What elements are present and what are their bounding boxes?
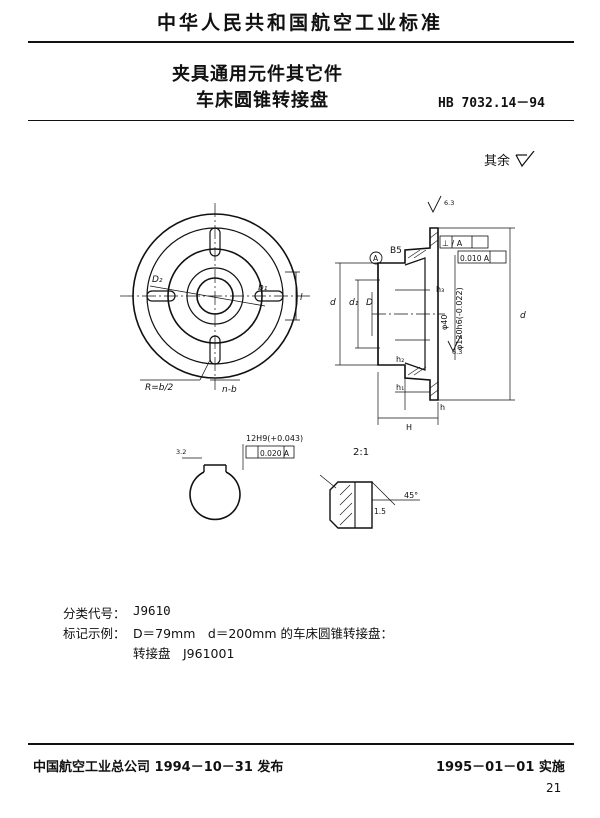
label-datum-a: A [373,254,379,263]
marking-example-label: 标记示例： [63,626,126,641]
effective-date: 1995－01－01 实施 [436,760,565,775]
label-D: D [366,298,373,308]
label-h: h [440,403,445,412]
label-b1: b₁ [258,283,268,293]
section-view [335,195,515,425]
standard-org-header: 中华人民共和国航空工业标准 [156,12,443,34]
label-h1: h₁ [396,383,404,392]
label-b5: B5 [390,246,402,256]
front-view [120,203,310,390]
roughness-label-3: 3.2 [176,448,186,456]
title-line-2: 车床圆锥转接盘 [196,90,329,111]
tolerance-perpendicularity: ⊥ / A [442,239,463,248]
footer-rule [28,743,574,745]
label-d2: D₂ [152,275,163,285]
label-radius: R=b/2 [145,383,174,393]
roughness-label-1: 6.3 [444,199,454,207]
label-d-left: d [330,298,336,308]
marking-example-value-2: 转接盘 J961001 [133,646,235,661]
technical-drawing: D₂ b₁ l R=b/2 n-b d d₁ D B5 A φ40 φ120h6… [120,195,526,529]
chamfer-label: 1.5 [374,507,386,516]
keyway-detail-view [182,444,295,521]
roughness-label-2: 6.3 [452,348,462,356]
label-phi120: φ120h6(-0.022) [455,287,464,350]
label-nb: n-b [222,385,237,395]
label-H: H [406,423,412,432]
tolerance-flatness: 0.010 A [460,254,490,263]
label-d-right: d [520,311,526,321]
chamfer-detail-view [319,474,420,529]
standard-code: HB 7032.14－94 [438,96,545,111]
slot-position-tolerance: 0.020 A [260,449,290,458]
label-phi40: φ40 [440,315,449,330]
publish-info: 中国航空工业总公司 1994－10－31 发布 [33,760,284,775]
marking-example-value: D＝79mm d＝200mm 的车床圆锥转接盘： [133,626,394,641]
angle-label: 45° [404,491,418,500]
title-line-1: 夹具通用元件其它件 [172,64,343,85]
slot-fit-label: 12H9(+0.043) [246,434,303,443]
label-d1: d₁ [349,298,359,308]
title-rule [28,120,574,121]
general-roughness-note: 其余 [484,150,536,169]
header-rule [28,41,574,43]
label-l: l [300,293,303,303]
classification-value: J9610 [133,603,171,618]
scale-label: 2:1 [353,447,369,458]
roughness-symbol-icon [515,150,535,168]
roughness-note-text: 其余 [484,154,511,169]
page-number: 21 [546,781,562,795]
classification-label: 分类代号： [63,606,126,621]
label-h3: h₃ [436,285,444,294]
label-h2: h₂ [396,355,404,364]
